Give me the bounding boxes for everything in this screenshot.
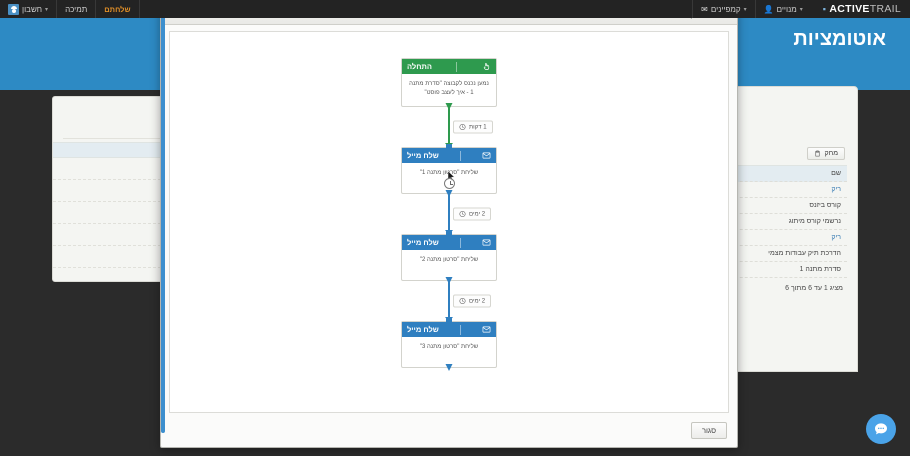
header-divider	[459, 237, 461, 248]
automation-flow-diagram: התחלה נמען נכנס לקבוצה "סדרת מתנה 1 - אי…	[170, 58, 728, 371]
nav-item-sent[interactable]: שלחתם	[96, 0, 140, 18]
clock-icon	[459, 123, 466, 131]
brand-name-bold: ACTIVE	[829, 3, 870, 15]
delay-chip-3[interactable]: 2 ימים	[453, 294, 492, 308]
connector-line	[448, 107, 450, 147]
envelope-icon	[482, 325, 491, 334]
brand-dot-icon: ▪	[822, 4, 827, 14]
node-input-anchor[interactable]	[446, 318, 452, 324]
header-divider	[459, 150, 461, 161]
flow-connector-3: 2 ימים	[401, 281, 497, 322]
flow-node-start-title: התחלה	[407, 62, 432, 71]
nav-item-campaigns[interactable]: ▾ קמפיינים ✉	[692, 0, 754, 18]
flow-node-mail-2[interactable]: שלח מייל שליחת "סרטון מתנה 2"	[401, 231, 497, 284]
flow-node-mail-2-header: שלח מייל	[402, 235, 496, 250]
chat-bubble-icon	[875, 423, 887, 435]
account-icon	[8, 3, 19, 15]
delay-chip-2[interactable]: 2 ימים	[453, 207, 492, 221]
node-output-anchor[interactable]	[445, 277, 453, 284]
delay-chip-3-label: 2 ימים	[469, 298, 486, 304]
list-toolbar: מחק	[557, 147, 847, 165]
flow-connector-1: 1 דקות	[401, 107, 497, 148]
envelope-icon: ✉	[701, 4, 708, 14]
hover-clock-icon	[444, 178, 455, 189]
flow-node-mail-3[interactable]: שלח מייל שליחת "סרטון מתנה 3"	[401, 318, 497, 371]
node-input-anchor[interactable]	[446, 231, 452, 237]
modal-scrollbar[interactable]	[161, 7, 165, 433]
flow-node-mail-2-body: שליחת "סרטון מתנה 2"	[419, 257, 479, 263]
chevron-down-icon: ▾	[743, 6, 747, 13]
page-title: אוטומציות	[793, 28, 886, 50]
flow-node-start-header: התחלה	[402, 59, 496, 74]
node-output-anchor[interactable]	[445, 190, 453, 197]
clock-icon	[459, 297, 466, 305]
header-divider	[456, 61, 458, 72]
flow-node-mail-3-title: שלח מייל	[407, 325, 439, 334]
delay-chip-1-label: 1 דקות	[469, 124, 487, 130]
trash-icon	[815, 150, 821, 157]
chat-bubble-button[interactable]	[866, 414, 896, 444]
header-divider	[459, 324, 461, 335]
chevron-down-icon: ▾	[799, 6, 803, 13]
preview-modal: תצוגה מקדימה - סדרת מתנה 1 התחלה	[160, 2, 738, 448]
clock-icon	[459, 210, 466, 218]
hand-pointer-icon	[482, 62, 491, 71]
envelope-icon	[482, 151, 491, 160]
nav-item-subscribers-label: מנויים	[776, 4, 797, 14]
node-output-anchor[interactable]	[445, 364, 453, 371]
flow-node-mail-3-header: שלח מייל	[402, 322, 496, 337]
delay-chip-2-label: 2 ימים	[469, 211, 486, 217]
flow-node-mail-1-body: שליחת "סרטון מתנה 1"	[419, 170, 479, 176]
flow-node-mail-1[interactable]: שלח מייל שליחת "סרטון מתנה 1"	[401, 144, 497, 197]
nav-item-account-label: חשבון	[22, 4, 43, 14]
flow-node-mail-1-header: שלח מייל	[402, 148, 496, 163]
person-icon: 👤	[763, 4, 774, 14]
connector-line	[448, 194, 450, 234]
delete-button-label: מחק	[824, 150, 838, 157]
nav-item-campaigns-label: קמפיינים	[710, 4, 741, 14]
activetrail-logo[interactable]: ACTIVETRAIL ▪	[811, 3, 910, 15]
flow-node-start[interactable]: התחלה נמען נכנס לקבוצה "סדרת מתנה 1 - אי…	[401, 58, 497, 110]
chevron-down-icon: ▾	[45, 6, 49, 13]
flow-node-mail-2-title: שלח מייל	[407, 238, 439, 247]
flow-node-start-body: נמען נכנס לקבוצה "סדרת מתנה 1 - איך לעצב…	[409, 81, 489, 96]
flow-connector-2: 2 ימים	[401, 194, 497, 235]
list-pagination-summary: מציג 1 עד 6 מתוך 6	[785, 285, 843, 292]
delay-chip-1[interactable]: 1 דקות	[453, 120, 493, 134]
close-button[interactable]: סגור	[690, 421, 727, 439]
flow-node-mail-1-title: שלח מייל	[407, 151, 439, 160]
nav-item-support-label: תמיכה	[65, 4, 88, 14]
envelope-icon	[482, 238, 491, 247]
modal-canvas: התחלה נמען נכנס לקבוצה "סדרת מתנה 1 - אי…	[169, 31, 729, 413]
flow-node-mail-3-body: שליחת "סרטון מתנה 3"	[419, 344, 479, 350]
node-output-anchor[interactable]	[445, 103, 453, 110]
connector-line	[448, 281, 450, 321]
top-navigation-bar: ACTIVETRAIL ▪ ▾ מנויים 👤 ▾ קמפיינים ✉ של…	[0, 0, 910, 18]
brand-name-light: TRAIL	[869, 3, 901, 15]
node-input-anchor[interactable]	[446, 144, 452, 150]
nav-item-account[interactable]: ▾ חשבון	[0, 0, 58, 18]
delete-button[interactable]: מחק	[807, 147, 845, 160]
nav-item-sent-label: שלחתם	[104, 4, 131, 14]
nav-item-support[interactable]: תמיכה	[57, 0, 97, 18]
nav-item-subscribers[interactable]: ▾ מנויים 👤	[754, 0, 811, 18]
modal-footer: סגור	[161, 413, 737, 447]
